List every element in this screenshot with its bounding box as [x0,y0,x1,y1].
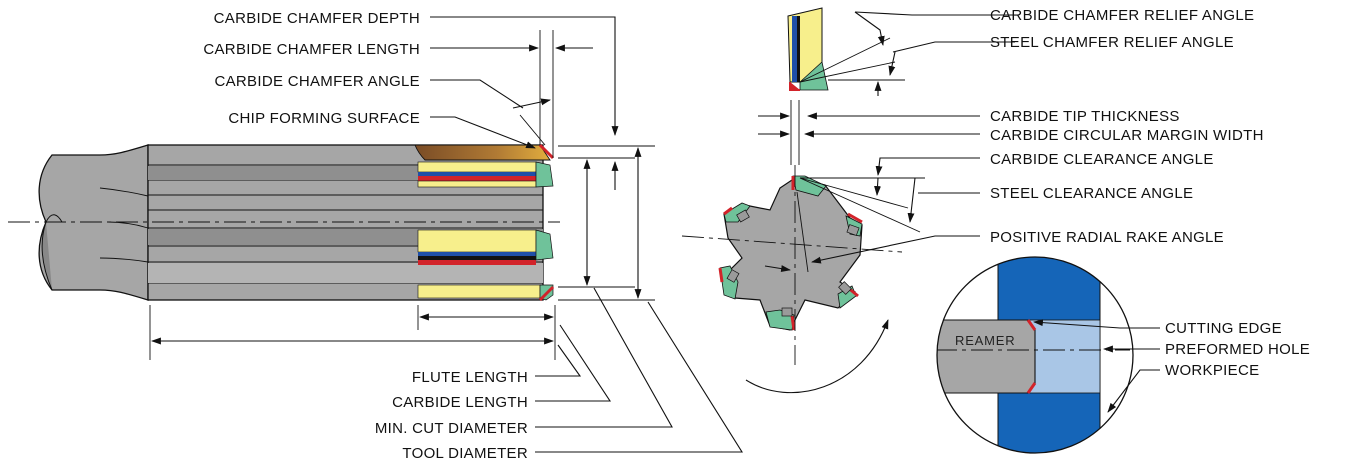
reamer-tip [937,319,1036,394]
label-chip-forming-surface: CHIP FORMING SURFACE [228,110,420,127]
label-positive-radial-rake-angle: POSITIVE RADIAL RAKE ANGLE [990,229,1224,246]
label-carbide-chamfer-length: CARBIDE CHAMFER LENGTH [203,41,420,58]
reamer-shank [38,144,149,301]
chamfer-detail [787,7,1015,96]
bottom-labels: FLUTE LENGTH CARBIDE LENGTH MIN. CUT DIA… [375,369,528,462]
label-carbide-clearance-angle: CARBIDE CLEARANCE ANGLE [990,151,1214,168]
label-steel-chamfer-relief-angle: STEEL CHAMFER RELIEF ANGLE [990,34,1234,51]
label-carbide-length: CARBIDE LENGTH [392,394,528,411]
label-flute-length: FLUTE LENGTH [412,369,528,386]
right-labels: CARBIDE CHAMFER RELIEF ANGLE STEEL CHAMF… [990,7,1264,246]
label-carbide-circular-margin-width: CARBIDE CIRCULAR MARGIN WIDTH [990,127,1264,144]
label-carbide-chamfer-depth: CARBIDE CHAMFER DEPTH [214,10,420,27]
carbide-insert-lower [417,229,554,301]
label-carbide-tip-thickness: CARBIDE TIP THICKNESS [990,108,1180,125]
label-preformed-hole: PREFORMED HOLE [1165,341,1310,358]
rotation-arrow [745,319,889,394]
label-tool-diameter: TOOL DIAMETER [402,445,528,462]
label-reamer: REAMER [955,333,1015,348]
left-labels: CARBIDE CHAMFER DEPTH CARBIDE CHAMFER LE… [203,10,420,127]
label-min-cut-diameter: MIN. CUT DIAMETER [375,420,528,437]
label-cutting-edge: CUTTING EDGE [1165,320,1282,337]
chip-forming-surface [414,144,551,161]
carbide-insert-upper [417,161,554,188]
reamer-side-view [8,143,560,302]
label-workpiece: WORKPIECE [1165,362,1259,379]
left-dimensions [149,16,655,360]
label-steel-clearance-angle: STEEL CLEARANCE ANGLE [990,185,1193,202]
label-carbide-chamfer-angle: CARBIDE CHAMFER ANGLE [214,73,420,90]
bottom-leaders [535,287,743,453]
cutter-end-view [681,100,980,394]
label-carbide-chamfer-relief-angle: CARBIDE CHAMFER RELIEF ANGLE [990,7,1254,24]
circle-detail: REAMER CUTTING EDGE PREFORMED HOLE WORKP… [936,256,1310,454]
